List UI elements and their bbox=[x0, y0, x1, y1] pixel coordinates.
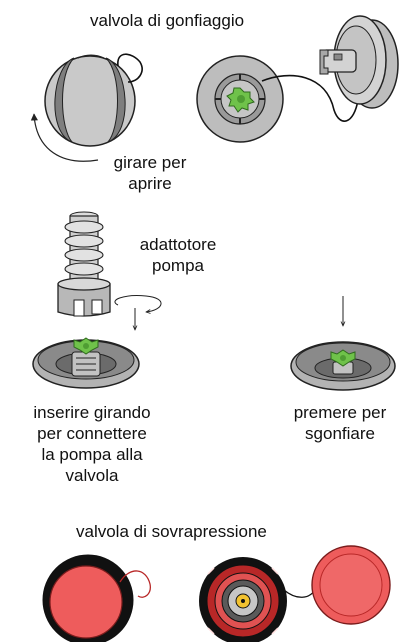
overpressure-valve-title: valvola di sovrapressione bbox=[76, 522, 267, 541]
insert-line-4: valvola bbox=[65, 466, 119, 485]
insert-line-2: per connettere bbox=[37, 424, 147, 443]
deflate-instruction-label: premere per sgonfiare bbox=[280, 402, 400, 444]
overpressure-valve-closed bbox=[42, 554, 151, 642]
pump-adapter-line-2: pompa bbox=[152, 256, 204, 275]
inflation-valve-title: valvola di gonfiaggio bbox=[90, 11, 245, 30]
pump-adapter-line-1: adattotore bbox=[139, 235, 217, 254]
relief-cord bbox=[283, 587, 317, 598]
insert-line-3: la pompa alla bbox=[41, 445, 143, 464]
tether-cord bbox=[261, 74, 359, 122]
turn-to-open-label: girare per aprire bbox=[108, 152, 192, 194]
valve-cap bbox=[319, 15, 399, 109]
open-valve-base bbox=[196, 55, 284, 143]
closed-inflation-valve bbox=[44, 53, 143, 147]
turn-to-open-line-1: girare per bbox=[113, 153, 187, 172]
insert-line-1: inserire girando bbox=[33, 403, 151, 422]
pump-adapter bbox=[57, 211, 111, 317]
pump-adapter-label: adattotore pompa bbox=[130, 234, 226, 276]
valve-base-deflate bbox=[290, 341, 396, 391]
insert-instruction-label: inserire girando per connettere la pompa… bbox=[8, 402, 176, 486]
overpressure-cap bbox=[311, 545, 391, 625]
valve-base-insert bbox=[32, 337, 140, 389]
deflate-line-2: sgonfiare bbox=[305, 424, 375, 443]
deflate-line-1: premere per bbox=[293, 403, 387, 422]
turn-to-open-line-2: aprire bbox=[128, 174, 172, 193]
rotate-arrow-icon bbox=[114, 295, 162, 312]
overpressure-valve-open bbox=[199, 557, 287, 642]
turn-arrow-icon bbox=[30, 113, 99, 162]
